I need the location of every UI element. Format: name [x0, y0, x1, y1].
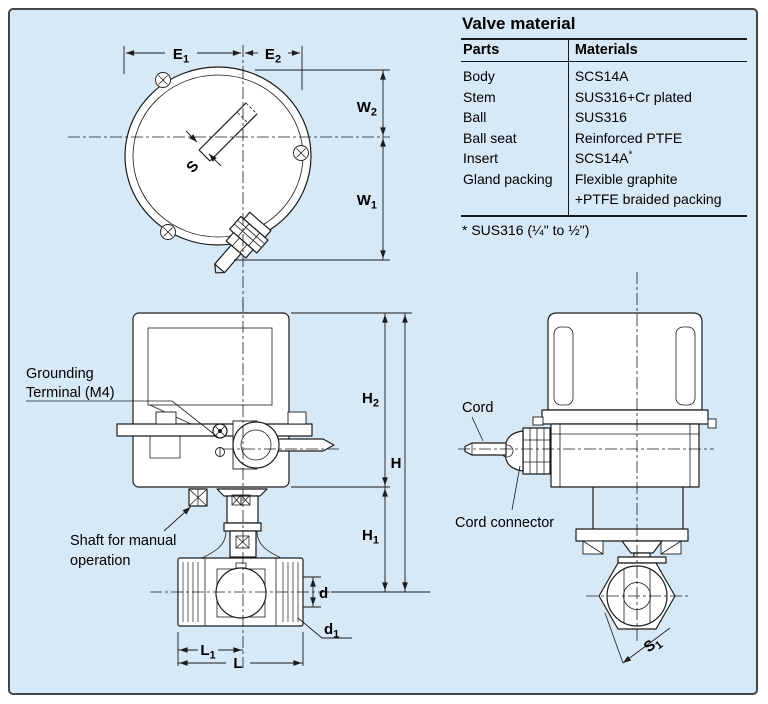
- cover-screw: [155, 72, 171, 88]
- column-header-materials: Materials: [567, 39, 747, 62]
- manual-shaft-label-line1: Shaft for manual: [70, 533, 176, 549]
- part-cell: Ball: [463, 109, 487, 125]
- dim-label-l: L: [233, 655, 242, 672]
- dim-d1-leader: [297, 617, 352, 639]
- valve-ball: [215, 567, 267, 619]
- cable-gland-front: [232, 420, 335, 470]
- cord-leader-line: [471, 416, 484, 442]
- yoke-bracket: [575, 487, 689, 564]
- material-cell: Flexible graphite +PTFE braided packing: [567, 168, 747, 216]
- valve-material-card: Valve material Parts Materials Body SCS1…: [461, 14, 747, 238]
- grounding-terminal-label-line1: Grounding: [26, 366, 94, 382]
- valve-material-table: Parts Materials Body SCS14A Stem SUS316+…: [461, 38, 747, 217]
- side-view-drawing: [464, 312, 717, 664]
- table-footnote: * SUS316 (¼" to ½"): [462, 221, 590, 238]
- dim-label-d: d: [319, 585, 328, 602]
- table-row: Ball seat Reinforced PTFE: [461, 127, 747, 148]
- annotation-labels: Grounding Terminal (M4) Shaft for manual…: [26, 366, 554, 569]
- part-cell: Ball seat: [463, 129, 517, 146]
- table-header-row: Parts Materials: [461, 39, 747, 62]
- cover-screw: [293, 145, 309, 161]
- part-cell: Body: [463, 68, 495, 84]
- top-view-drawing: [123, 46, 390, 274]
- dim-e1-e2: [123, 46, 303, 90]
- table-row: Gland packing Flexible graphite +PTFE br…: [461, 168, 747, 216]
- part-cell: Insert: [463, 150, 499, 166]
- centerlines: [68, 45, 714, 668]
- manual-shaft-leader-line: [163, 506, 191, 532]
- table-row: Body SCS14A: [461, 61, 747, 87]
- dim-h: [291, 312, 412, 592]
- dim-label-h2: H2: [362, 390, 379, 410]
- cord-label: Cord: [462, 400, 493, 416]
- grounding-terminal: [212, 423, 228, 457]
- dim-s1: [604, 612, 671, 664]
- cord-connector-leader-line: [511, 465, 521, 511]
- cord-connector-label: Cord connector: [455, 515, 554, 531]
- material-cell: SCS14A: [567, 61, 747, 87]
- shaft-indicator: [185, 102, 258, 167]
- dim-label-h: H: [391, 455, 402, 472]
- column-header-parts: Parts: [461, 39, 569, 62]
- dim-label-h1: H1: [362, 527, 379, 547]
- grounding-terminal-label-line2: Terminal (M4): [26, 385, 115, 401]
- material-cell: Reinforced PTFE: [567, 127, 747, 148]
- table-row: Stem SUS316+Cr plated: [461, 86, 747, 107]
- dim-label-e2: E2: [265, 46, 281, 66]
- cover-screw: [160, 224, 176, 240]
- cord-and-connector: [464, 427, 551, 475]
- material-cell: SUS316: [567, 107, 747, 128]
- part-cell: Gland packing: [463, 170, 553, 187]
- dim-label-l1: L1: [200, 642, 215, 662]
- dim-label-w1: W1: [357, 192, 377, 212]
- cable-gland-top: [214, 211, 272, 274]
- material-cell: SCS14A*: [567, 148, 747, 169]
- dim-label-e1: E1: [173, 46, 189, 66]
- part-cell: Stem: [463, 88, 496, 105]
- dim-label-d1: d1: [324, 621, 339, 641]
- grounding-leader-line: [26, 400, 220, 439]
- valve-material-title: Valve material: [462, 14, 576, 33]
- footnote-marker: *: [628, 149, 633, 161]
- dim-l1-l: [177, 632, 304, 666]
- stem-assembly: [188, 488, 282, 559]
- table-row: Ball SUS316: [461, 107, 747, 128]
- manual-shaft-label-line2: operation: [70, 553, 130, 569]
- dim-w2-w1: [234, 69, 390, 261]
- material-cell: SUS316+Cr plated: [567, 86, 747, 107]
- dim-label-w2: W2: [357, 99, 377, 119]
- dim-label-s1: S1: [641, 633, 666, 658]
- table-row: Insert SCS14A*: [461, 148, 747, 169]
